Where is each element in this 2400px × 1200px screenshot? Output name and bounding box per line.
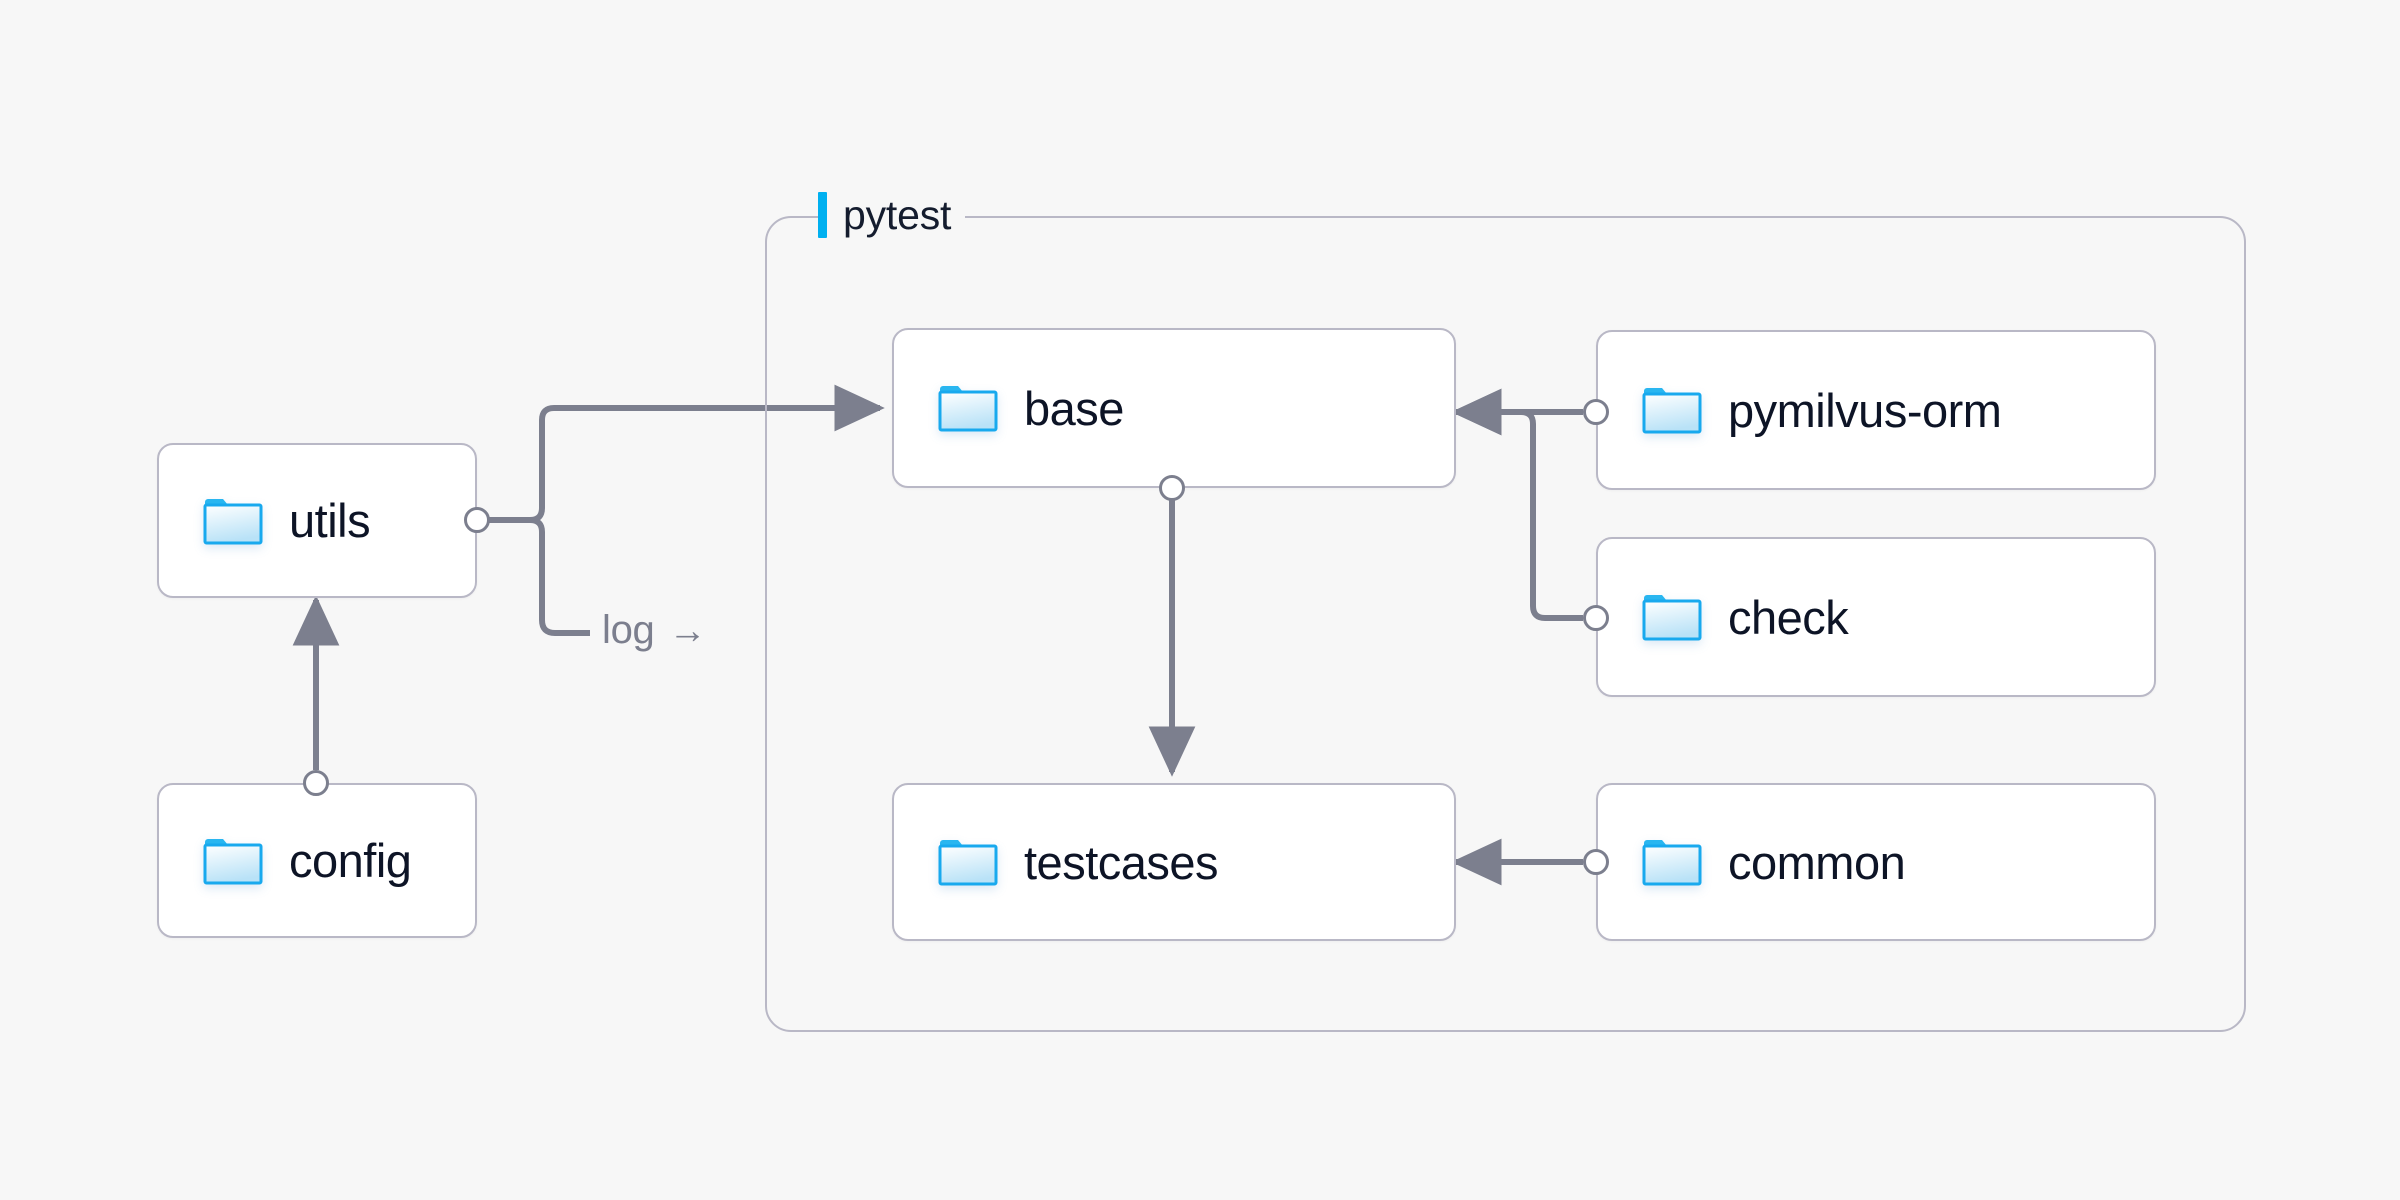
node-common[interactable]: common <box>1596 783 2156 941</box>
port-check-left[interactable] <box>1583 605 1609 631</box>
port-common-left[interactable] <box>1583 849 1609 875</box>
node-check-label: check <box>1728 590 1849 644</box>
node-check-content: check <box>1598 590 1849 644</box>
node-pymilvus-orm-label: pymilvus-orm <box>1728 383 2002 437</box>
edge-label-log-text: log <box>602 608 655 652</box>
node-base[interactable]: base <box>892 328 1456 488</box>
node-testcases-label: testcases <box>1024 835 1219 889</box>
edge-label-log: log → <box>596 608 713 653</box>
folder-icon <box>1642 840 1702 886</box>
node-config-content: config <box>159 834 412 887</box>
group-accent-bar <box>818 192 827 238</box>
edge-utils-to-log <box>529 517 590 636</box>
folder-icon <box>938 840 998 886</box>
group-pytest-label: pytest <box>818 187 966 243</box>
node-config[interactable]: config <box>157 783 477 938</box>
port-base-bottom[interactable] <box>1159 475 1185 501</box>
node-pymilvus-orm[interactable]: pymilvus-orm <box>1596 330 2156 490</box>
port-utils-right[interactable] <box>464 507 490 533</box>
node-base-label: base <box>1024 381 1124 435</box>
node-utils-content: utils <box>159 494 371 547</box>
node-testcases-content: testcases <box>894 835 1219 889</box>
node-common-content: common <box>1598 835 1906 889</box>
node-pymilvus-orm-content: pymilvus-orm <box>1598 383 2002 437</box>
folder-icon <box>203 498 263 544</box>
node-common-label: common <box>1728 835 1906 889</box>
node-base-content: base <box>894 384 1124 432</box>
node-utils[interactable]: utils <box>157 443 477 598</box>
group-pytest <box>765 216 2246 1032</box>
group-title-text: pytest <box>843 191 952 238</box>
folder-icon <box>1642 595 1702 641</box>
folder-icon <box>938 386 998 432</box>
node-utils-label: utils <box>289 494 371 547</box>
node-config-label: config <box>289 834 412 887</box>
folder-icon <box>1642 388 1702 434</box>
port-pymilvus-orm-left[interactable] <box>1583 399 1609 425</box>
node-check[interactable]: check <box>1596 537 2156 697</box>
arrow-right-icon: → <box>668 609 707 652</box>
node-testcases[interactable]: testcases <box>892 783 1456 941</box>
port-config-top[interactable] <box>303 770 329 796</box>
folder-icon <box>203 838 263 884</box>
